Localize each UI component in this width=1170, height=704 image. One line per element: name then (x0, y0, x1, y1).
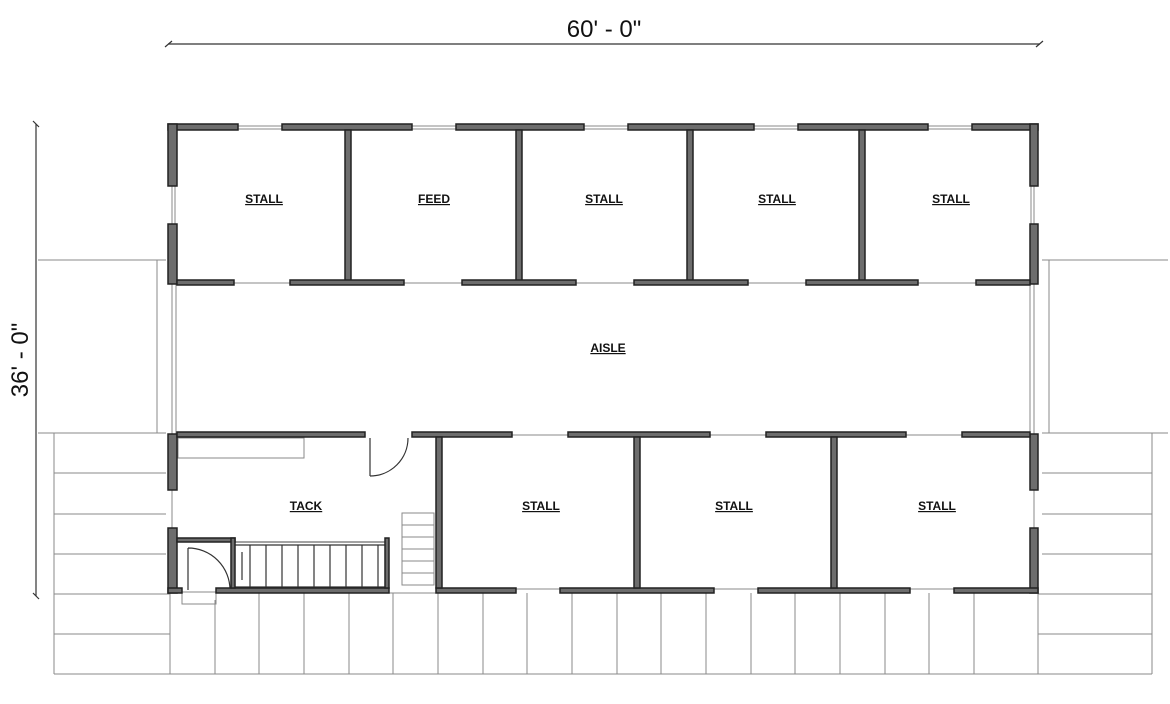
width-dimension-label: 60' - 0" (567, 16, 641, 43)
walls (167, 123, 1039, 594)
tack-counter (177, 437, 305, 459)
staircase (234, 541, 386, 591)
width-dimension: 60' - 0" (164, 16, 1044, 48)
room-labels: STALL FEED STALL STALL STALL AISLE TACK … (245, 192, 970, 513)
depth-dimension: 36' - 0" (7, 120, 40, 600)
room-label-top-4: STALL (758, 192, 796, 206)
room-label-top-1: STALL (245, 192, 283, 206)
room-label-top-5: STALL (932, 192, 970, 206)
room-label-bottom-3: STALL (918, 499, 956, 513)
room-label-bottom-2: STALL (715, 499, 753, 513)
tack-door-swing (369, 437, 409, 477)
openings (171, 125, 1035, 594)
side-ladder (401, 512, 435, 586)
room-label-aisle: AISLE (590, 341, 625, 355)
stair-door-swing (181, 547, 231, 605)
room-label-top-3: STALL (585, 192, 623, 206)
room-label-tack: TACK (290, 499, 323, 513)
depth-dimension-label: 36' - 0" (7, 323, 34, 397)
room-label-bottom-1: STALL (522, 499, 560, 513)
room-label-top-2: FEED (418, 192, 450, 206)
exterior-grid (38, 259, 1168, 675)
